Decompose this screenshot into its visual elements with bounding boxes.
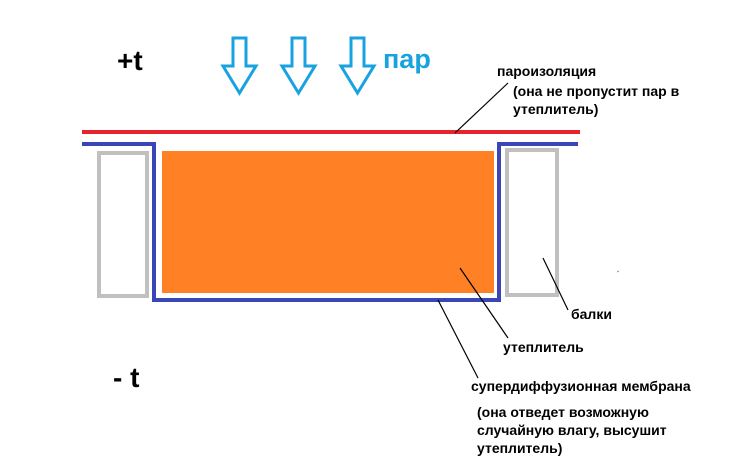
leader-beams (542, 257, 569, 311)
arrow-down-icon (279, 36, 318, 96)
vapor-label: пар (383, 44, 431, 74)
temperature-plus-label: +t (117, 45, 143, 76)
leader-membrane (437, 299, 479, 379)
beams-label: балки (571, 306, 612, 322)
beam-left (97, 151, 149, 298)
temperature-minus-label: - t (113, 362, 140, 393)
insulation-block (162, 151, 494, 293)
stray-mark (616, 270, 620, 273)
beam-right (505, 148, 559, 297)
membrane-note: (она отведет возможную случайную влагу, … (477, 404, 667, 456)
vapor-barrier-note: (она не пропустит пар в утеплитель) (513, 83, 680, 117)
vapor-arrows (220, 36, 377, 96)
leader-insulation (459, 267, 509, 339)
vapor-barrier-title: пароизоляция (497, 63, 597, 79)
arrow-down-icon (338, 36, 377, 96)
insulation-label: утеплитель (503, 339, 584, 355)
arrow-down-icon (220, 36, 259, 96)
leader-vapor-barrier (454, 82, 509, 134)
membrane-line (82, 142, 578, 302)
membrane-title: супердиффузионная мембрана (471, 378, 691, 394)
